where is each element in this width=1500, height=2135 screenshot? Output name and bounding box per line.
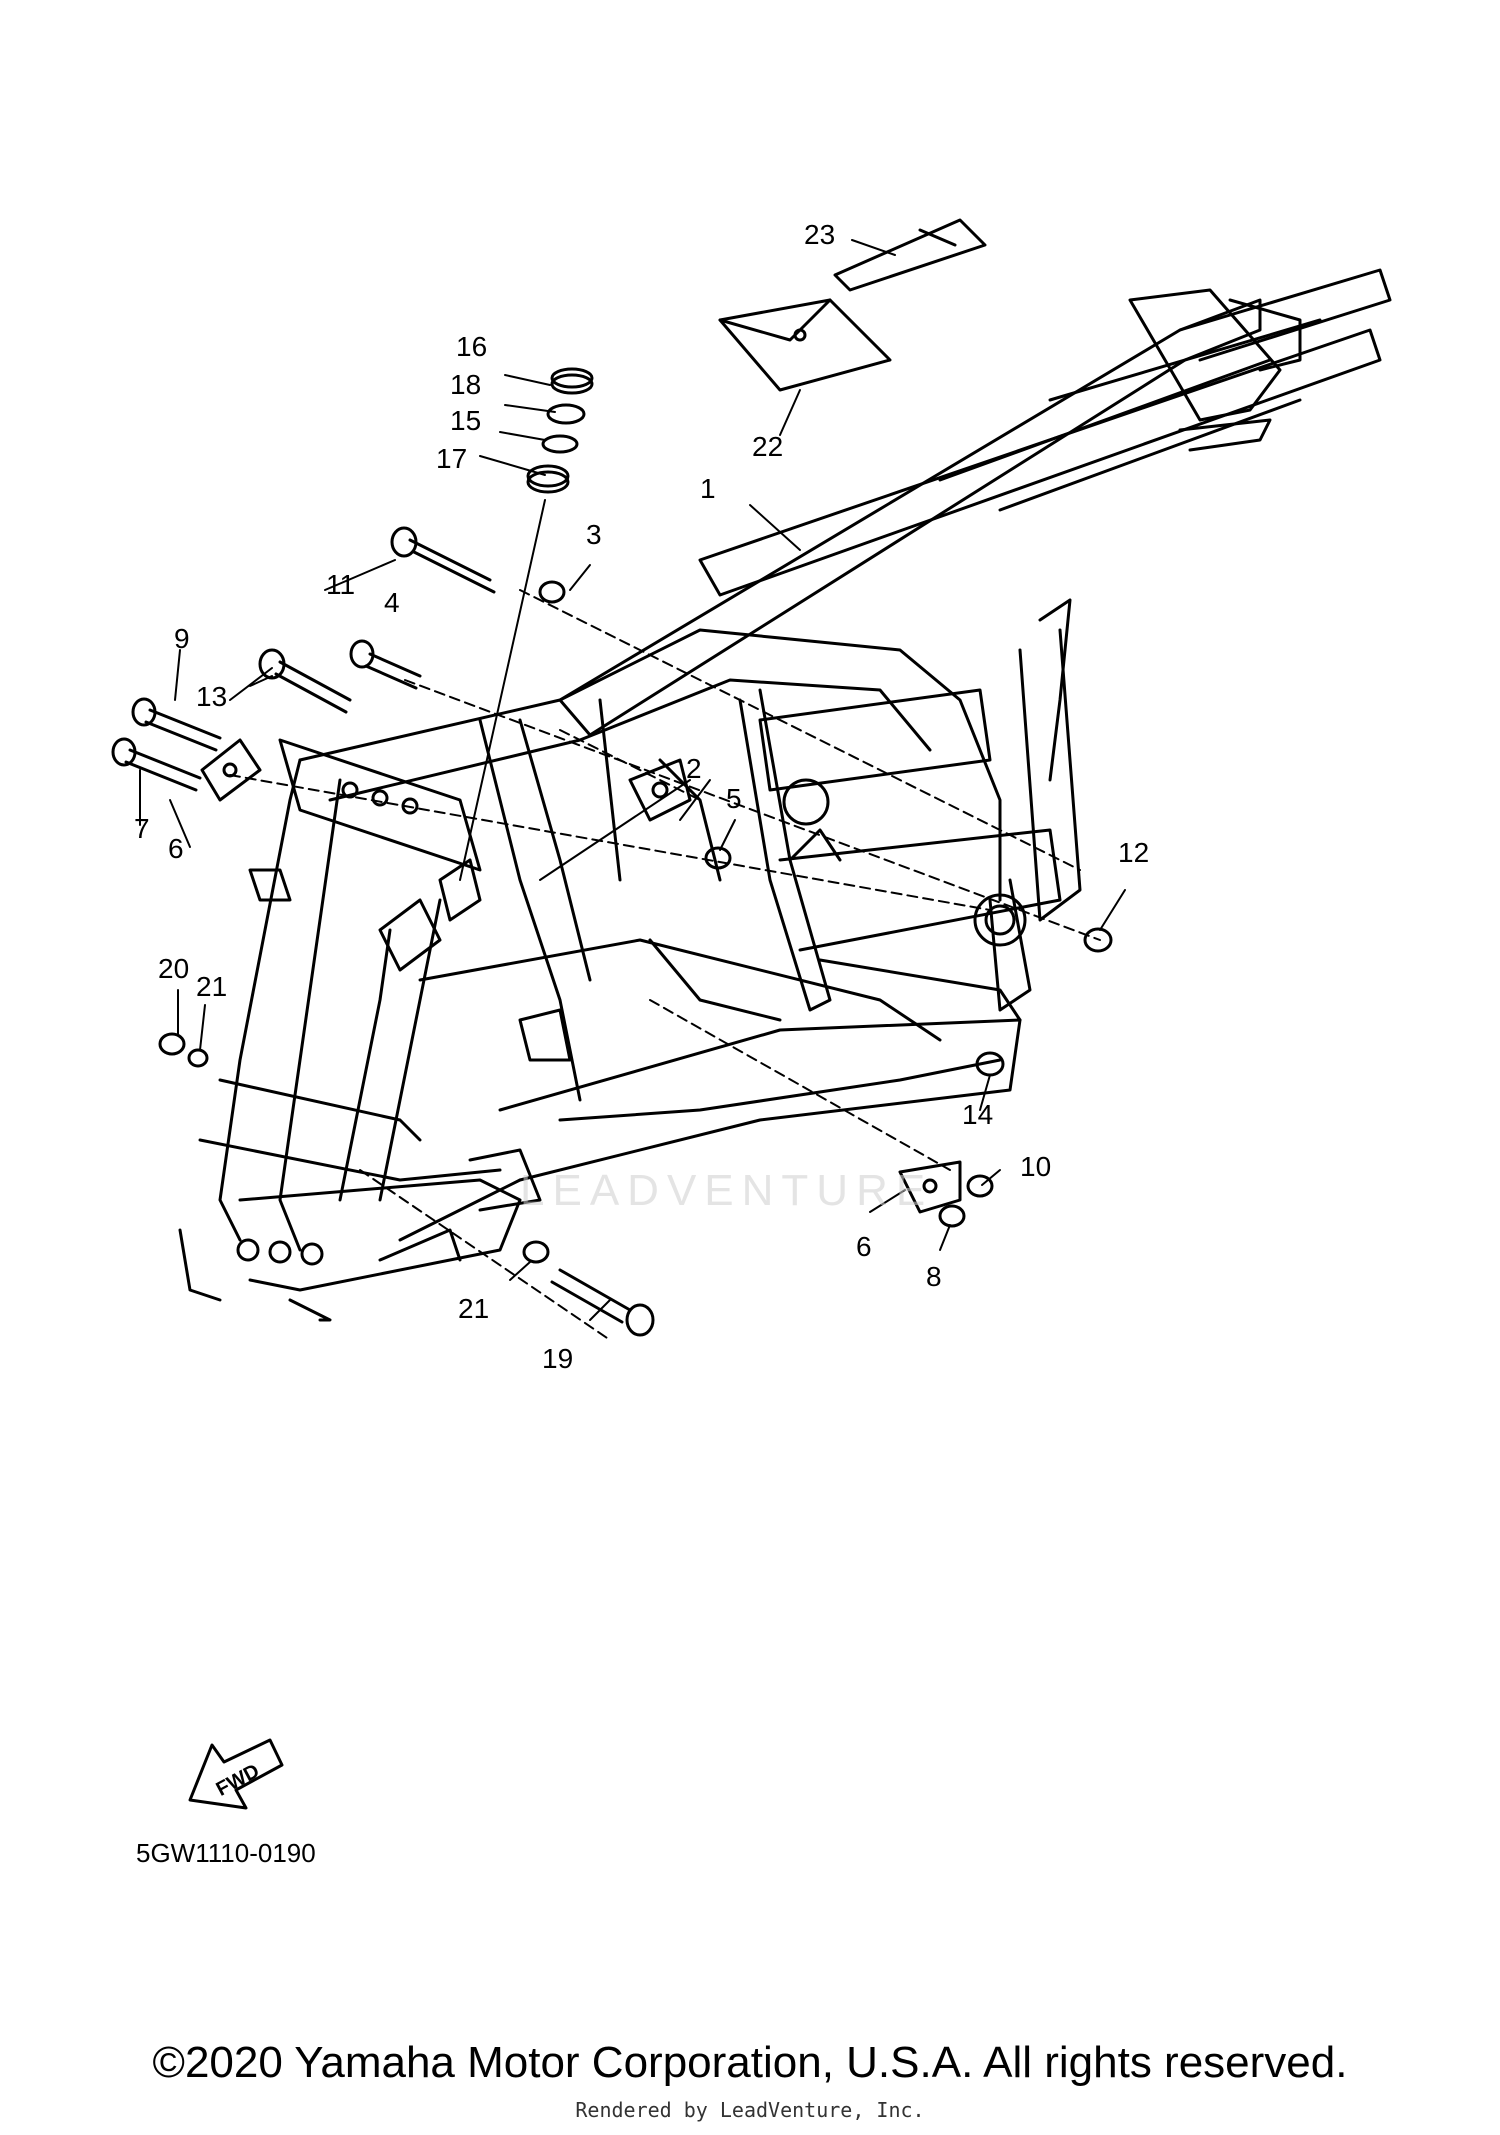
callout-1: 1 bbox=[700, 473, 716, 504]
callout-23: 23 bbox=[804, 219, 835, 250]
callout-13: 13 bbox=[196, 681, 227, 712]
callout-10: 10 bbox=[1020, 1151, 1051, 1182]
fwd-arrow-icon bbox=[188, 1738, 284, 1810]
callout-9: 9 bbox=[174, 623, 190, 654]
tool-pouch bbox=[718, 298, 892, 392]
callout-14: 14 bbox=[962, 1099, 993, 1130]
frame-main-rails bbox=[558, 268, 1392, 737]
bolt-axis-lines bbox=[229, 589, 1101, 1341]
callout-7: 7 bbox=[134, 813, 150, 844]
leader-line-steering bbox=[459, 499, 546, 881]
watermark: LEADVENTURE bbox=[520, 1166, 934, 1215]
copyright-notice: ©2020 Yamaha Motor Corporation, U.S.A. A… bbox=[152, 2038, 1348, 2087]
callout-6: 6 bbox=[168, 833, 184, 864]
rendered-by-notice: Rendered by LeadVenture, Inc. bbox=[575, 2098, 925, 2122]
callout-20: 20 bbox=[158, 953, 189, 984]
callout-22: 22 bbox=[752, 431, 783, 462]
part-code: 5GW1110-0190 bbox=[136, 1838, 316, 1868]
callout-11: 11 bbox=[326, 569, 355, 600]
callout-5: 5 bbox=[726, 783, 742, 814]
callout-17: 17 bbox=[436, 443, 467, 474]
frame-mount-brackets bbox=[200, 738, 962, 1214]
callout-16: 16 bbox=[456, 331, 487, 362]
steering-bearing-stack bbox=[526, 367, 594, 494]
frame-front-section bbox=[178, 738, 572, 1322]
fasteners bbox=[111, 526, 1113, 1337]
frame-center-loop bbox=[298, 628, 1022, 1182]
tool-wrench bbox=[833, 218, 987, 292]
callout-2: 2 bbox=[686, 753, 702, 784]
callout-labels: 1 2 3 4 5 6 6 7 8 9 10 11 12 13 14 15 16… bbox=[134, 219, 1149, 1868]
callout-18: 18 bbox=[450, 369, 481, 400]
callout-8: 8 bbox=[926, 1261, 942, 1292]
callout-21b: 21 bbox=[458, 1293, 489, 1324]
callout-4: 4 bbox=[384, 587, 400, 618]
callout-3: 3 bbox=[586, 519, 602, 550]
callout-12: 12 bbox=[1118, 837, 1149, 868]
callout-6b: 6 bbox=[856, 1231, 872, 1262]
callout-leaders bbox=[139, 239, 1126, 1321]
callout-19: 19 bbox=[542, 1343, 573, 1374]
callout-15: 15 bbox=[450, 405, 481, 436]
callout-21: 21 bbox=[196, 971, 227, 1002]
